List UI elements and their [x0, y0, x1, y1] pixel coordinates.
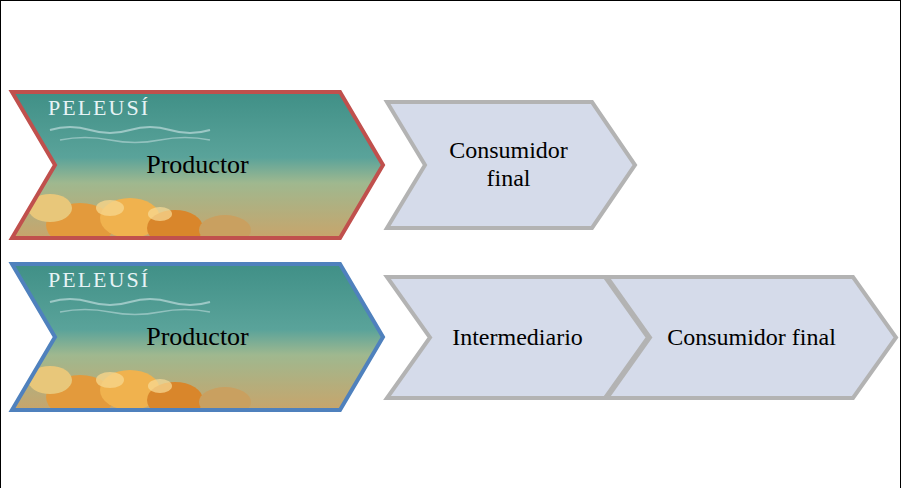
chevron-path: [607, 277, 896, 398]
step-label: Productor: [146, 150, 249, 180]
text-area: Consumidor final: [431, 100, 586, 230]
step-label: Consumidor final: [437, 137, 580, 192]
step-label: Consumidor final: [667, 324, 836, 352]
step-label: Productor: [146, 322, 249, 352]
brand-label: PELEUSÍ: [48, 97, 150, 119]
text-area: Consumidor final: [656, 275, 847, 400]
intermediary-chevron: Intermediario: [385, 275, 650, 400]
chevron-path: [12, 264, 383, 410]
consumer-chevron: Consumidor final: [385, 100, 637, 230]
text-area: Intermediario: [436, 275, 599, 400]
chevron-path: [12, 92, 383, 238]
consumer-chevron: Consumidor final: [605, 275, 898, 400]
chevron-path: [387, 102, 635, 228]
chevron-path: [387, 277, 648, 398]
brand-label: PELEUSÍ: [48, 269, 150, 291]
step-label: Intermediario: [452, 324, 583, 352]
